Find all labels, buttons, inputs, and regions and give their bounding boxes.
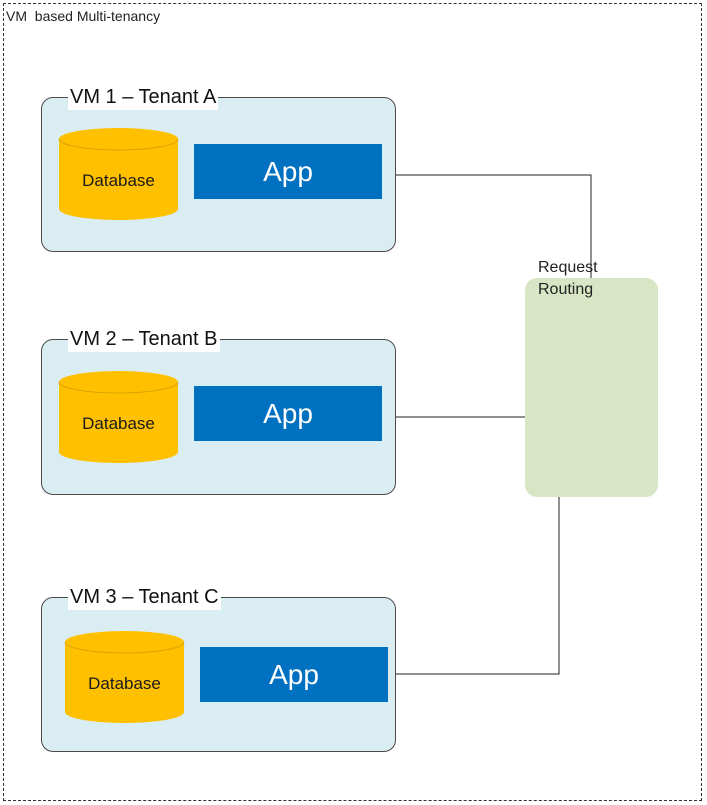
vm2-database: Database <box>58 370 179 464</box>
database-cylinder-icon <box>64 631 185 723</box>
vm3-app: App <box>200 647 388 702</box>
database-cylinder-icon <box>58 371 179 463</box>
vm2-database-label: Database <box>82 414 155 433</box>
vm2-app: App <box>194 386 382 441</box>
vm2-app-label: App <box>263 397 313 429</box>
vm3-database-label: Database <box>88 674 161 693</box>
diagram-frame <box>3 3 702 801</box>
vm1-app-label: App <box>263 155 313 187</box>
request-routing-box <box>525 278 658 497</box>
request-routing-label: Request Routing <box>538 259 598 298</box>
vm1-title: VM 1 – Tenant A <box>68 84 219 110</box>
database-cylinder-icon <box>58 128 179 220</box>
vm1-database-label: Database <box>82 171 155 190</box>
vm1-app: App <box>194 144 382 199</box>
vm3-app-label: App <box>269 658 319 690</box>
vm3-title: VM 3 – Tenant C <box>68 584 221 610</box>
vm1-database: Database <box>58 127 179 221</box>
vm2-title: VM 2 – Tenant B <box>68 326 220 352</box>
vm3-database: Database <box>64 630 185 724</box>
diagram-title: VM based Multi-tenancy <box>6 8 161 24</box>
